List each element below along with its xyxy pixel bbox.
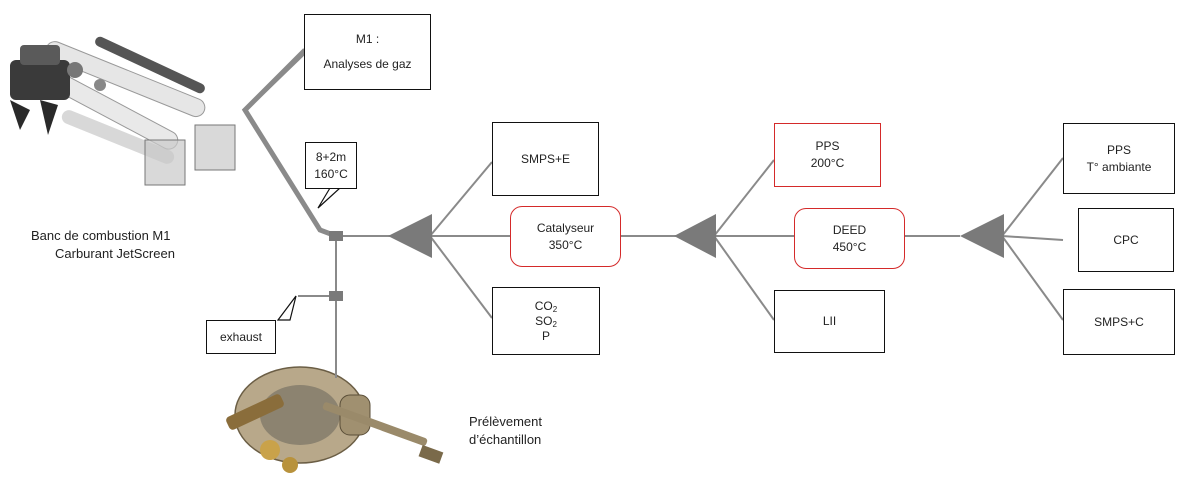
exhaust-callout: exhaust <box>206 320 276 354</box>
smps-c-box: SMPS+C <box>1063 289 1175 355</box>
splitter-1 <box>388 214 432 258</box>
catalyseur-box: Catalyseur 350°C <box>510 206 621 267</box>
deed-box: DEED 450°C <box>794 208 905 269</box>
line-spec-callout: 8+2m 160°C <box>305 142 357 189</box>
smps-e-box: SMPS+E <box>492 122 599 196</box>
pps-ambient-box: PPS T° ambiante <box>1063 123 1175 194</box>
cpc-box: CPC <box>1078 208 1174 272</box>
lii-box: LII <box>774 290 885 353</box>
splitter-3 <box>960 214 1004 258</box>
splitter-2 <box>674 214 716 258</box>
combustion-bench-label: Banc de combustion M1 Carburant JetScree… <box>31 228 175 261</box>
callout-tail <box>276 295 297 321</box>
pps-200-box: PPS 200°C <box>774 123 881 187</box>
sampling-label: Prélèvement d’échantillon <box>469 414 542 447</box>
junction-node <box>329 231 343 241</box>
sampling-probe-photo <box>226 366 444 473</box>
gas-analyzer-box: CO2 SO2 P <box>492 287 600 355</box>
callout-tail <box>317 187 342 209</box>
combustion-bench-photo <box>10 36 236 186</box>
m1-label: M1 : <box>355 32 380 46</box>
m1-sublabel: Analyses de gaz <box>323 57 412 71</box>
m1-gas-analysis-box: M1 : Analyses de gaz <box>304 14 431 90</box>
junction-node <box>329 291 343 301</box>
